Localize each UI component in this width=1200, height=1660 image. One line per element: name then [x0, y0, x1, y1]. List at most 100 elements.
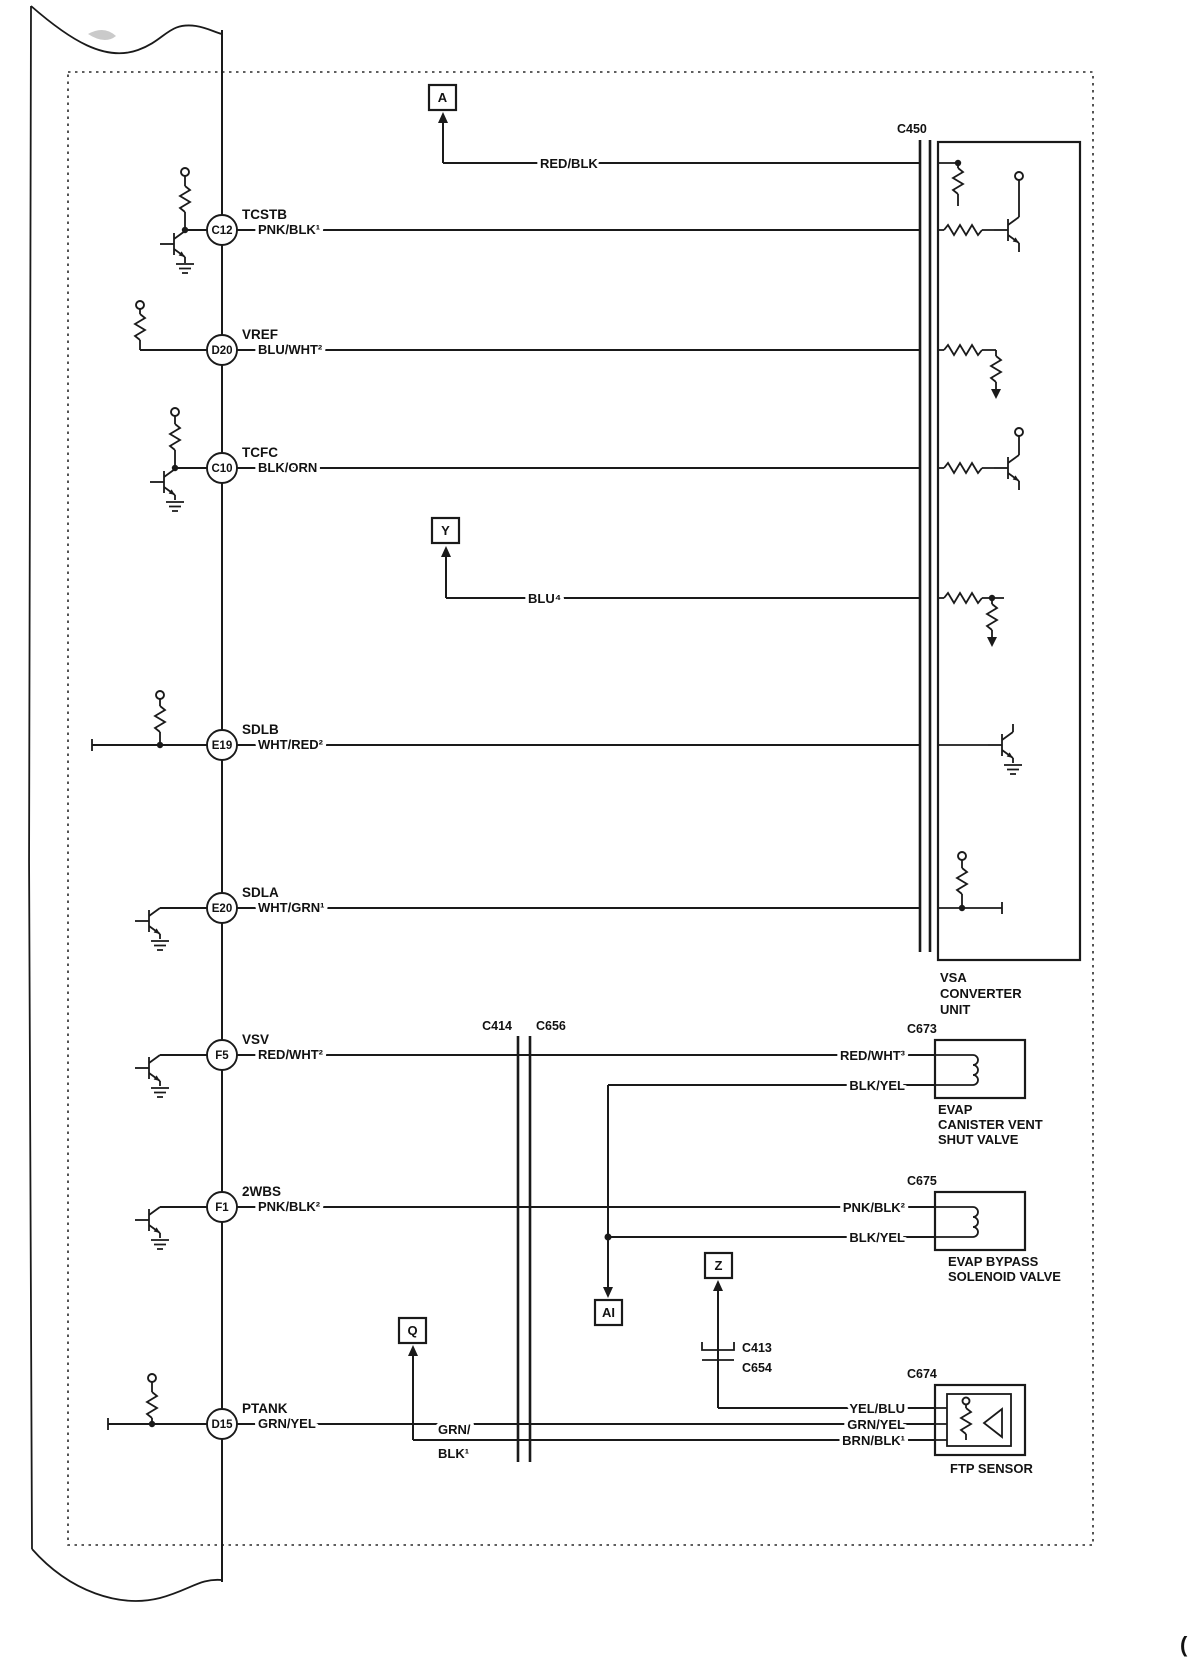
ref-box-ai	[593, 1298, 624, 1327]
row7-supply-terminal-icon	[957, 851, 967, 861]
pin-e20	[206, 892, 238, 924]
circuit-c10	[149, 407, 185, 512]
vsa-label-line3: UNIT	[940, 1002, 970, 1017]
pin-f1-label: F1	[215, 1202, 229, 1214]
wire-label-red-blk: RED/BLK	[540, 156, 598, 171]
pin-e20-label: E20	[212, 903, 232, 915]
scan-smudge	[88, 29, 116, 41]
wire-label-pnk-blk2-right: PNK/BLK²	[843, 1200, 906, 1215]
connector-bracket-icon	[701, 1342, 735, 1351]
ref-box-q	[397, 1316, 428, 1345]
coil-icon	[935, 1054, 979, 1086]
leads	[107, 1382, 153, 1430]
signal-2wbs: 2WBS	[242, 1184, 281, 1199]
left-internal-circuits	[91, 167, 195, 1430]
resistor-icon	[154, 705, 166, 733]
arrow-up-icon-q	[408, 1345, 418, 1356]
pin-d15	[206, 1408, 238, 1440]
dashed-boundary	[67, 71, 1094, 1546]
connector-c413-c654	[701, 1342, 735, 1361]
row3-arrow-down-icon	[991, 389, 1001, 399]
supply-terminal-icon	[180, 167, 190, 177]
page-artifact-paren: (	[1180, 1632, 1188, 1657]
junction-blk-yel	[604, 1233, 612, 1241]
circuit-d15	[107, 1373, 158, 1430]
signal-sdlb: SDLB	[242, 722, 279, 737]
pin-c12-label: C12	[211, 225, 232, 237]
supply-terminal-icon	[155, 690, 165, 700]
pin-f1	[206, 1191, 238, 1223]
vsa-converter-unit	[918, 140, 1082, 962]
wire-label-pnk-blk2-left: PNK/BLK²	[258, 1199, 321, 1214]
circuit-d20	[134, 300, 146, 350]
connector-label-c656: C656	[536, 1019, 566, 1033]
ref-box-y-label: Y	[441, 523, 450, 538]
valve-box	[933, 1038, 1027, 1100]
vent-valve-label-line1: EVAP	[938, 1102, 973, 1117]
pin-e19-label: E19	[212, 740, 232, 752]
vent-valve-label-line2: CANISTER VENT	[938, 1117, 1043, 1132]
wire-label-red-wht3: RED/WHT³	[840, 1048, 906, 1063]
row5-arrow-down-icon	[987, 637, 997, 647]
row7-leads	[938, 860, 1003, 914]
signal-labels: TCSTB PNK/BLK¹ VREF BLU/WHT² TCFC BLK/OR…	[242, 153, 909, 1465]
resistor-icon	[169, 423, 181, 451]
sensor-amplifier-icon	[982, 1407, 1003, 1439]
wire-label-grn-yel-right: GRN/YEL	[847, 1417, 905, 1432]
connector-label-c414: C414	[482, 1019, 512, 1033]
circuit-f1	[134, 1206, 170, 1250]
transistor-icon	[134, 1206, 161, 1234]
wires	[92, 162, 935, 1441]
wire-label-blk-yel-vent: BLK/YEL	[849, 1078, 905, 1093]
bypass-valve-label-line1: EVAP BYPASS	[948, 1254, 1039, 1269]
signal-ptank: PTANK	[242, 1401, 288, 1416]
row1-junction	[954, 159, 962, 167]
connector-label-c450: C450	[897, 122, 927, 136]
row2-supply-terminal-icon	[1014, 171, 1024, 181]
signal-tcstb: TCSTB	[242, 207, 287, 222]
pin-c10-label: C10	[211, 463, 232, 475]
wire-label-brn-blk1: BRN/BLK¹	[842, 1433, 905, 1448]
arrow-down-icon-ai	[603, 1287, 613, 1298]
bypass-valve-label-line2: SOLENOID VALVE	[948, 1269, 1061, 1284]
wire-label-blu4: BLU⁴	[528, 591, 561, 606]
supply-terminal-icon	[170, 407, 180, 417]
wire-label-pnk-blk1: PNK/BLK¹	[258, 222, 320, 237]
circuit-e19	[91, 690, 166, 751]
connector-label-c413: C413	[742, 1341, 772, 1355]
evap-canister-vent-shut-valve	[933, 1038, 1027, 1100]
wire-label-blu-wht2: BLU/WHT²	[258, 342, 323, 357]
row4-supply-terminal-icon	[1014, 427, 1024, 437]
arrow-up-icon-y	[441, 546, 451, 557]
vsa-label-line2: CONVERTER	[940, 986, 1022, 1001]
row6-leads	[938, 724, 1014, 763]
module-pins: C12 D20 C10 E19 E20 F5 F1 D15	[206, 214, 238, 1440]
coil-icon	[935, 1206, 979, 1238]
wire-label-wht-grn1: WHT/GRN¹	[258, 900, 324, 915]
row3-leads	[938, 349, 997, 390]
ref-box-z-label: Z	[715, 1258, 723, 1273]
wire-label-wht-red2: WHT/RED²	[258, 737, 324, 752]
reference-boxes: A Y Q AI Z	[397, 83, 734, 1356]
sensor-box	[933, 1383, 1027, 1457]
circuit-e20	[134, 907, 170, 951]
pin-f5	[206, 1039, 238, 1071]
ref-box-ai-label: AI	[602, 1305, 615, 1320]
transistor-icon	[159, 230, 186, 258]
signal-vref: VREF	[242, 327, 278, 342]
page-edge-left	[27, 5, 33, 1550]
wire-label-red-wht2: RED/WHT²	[258, 1047, 324, 1062]
connector-label-c654: C654	[742, 1361, 772, 1375]
pin-f5-label: F5	[215, 1050, 229, 1062]
connector-c450-bars	[918, 140, 932, 952]
pin-e19	[206, 729, 238, 761]
pin-d20-label: D20	[211, 345, 232, 357]
connector-labels: C450 C414 C656 C673 C675 C674 C413 C654	[482, 122, 937, 1381]
leads	[91, 699, 161, 751]
circuit-c12	[159, 167, 195, 274]
sensor-leads	[935, 1405, 967, 1441]
ftp-sensor	[933, 1383, 1027, 1457]
row7-junction	[958, 904, 966, 912]
arrow-up-icon-z	[713, 1280, 723, 1291]
